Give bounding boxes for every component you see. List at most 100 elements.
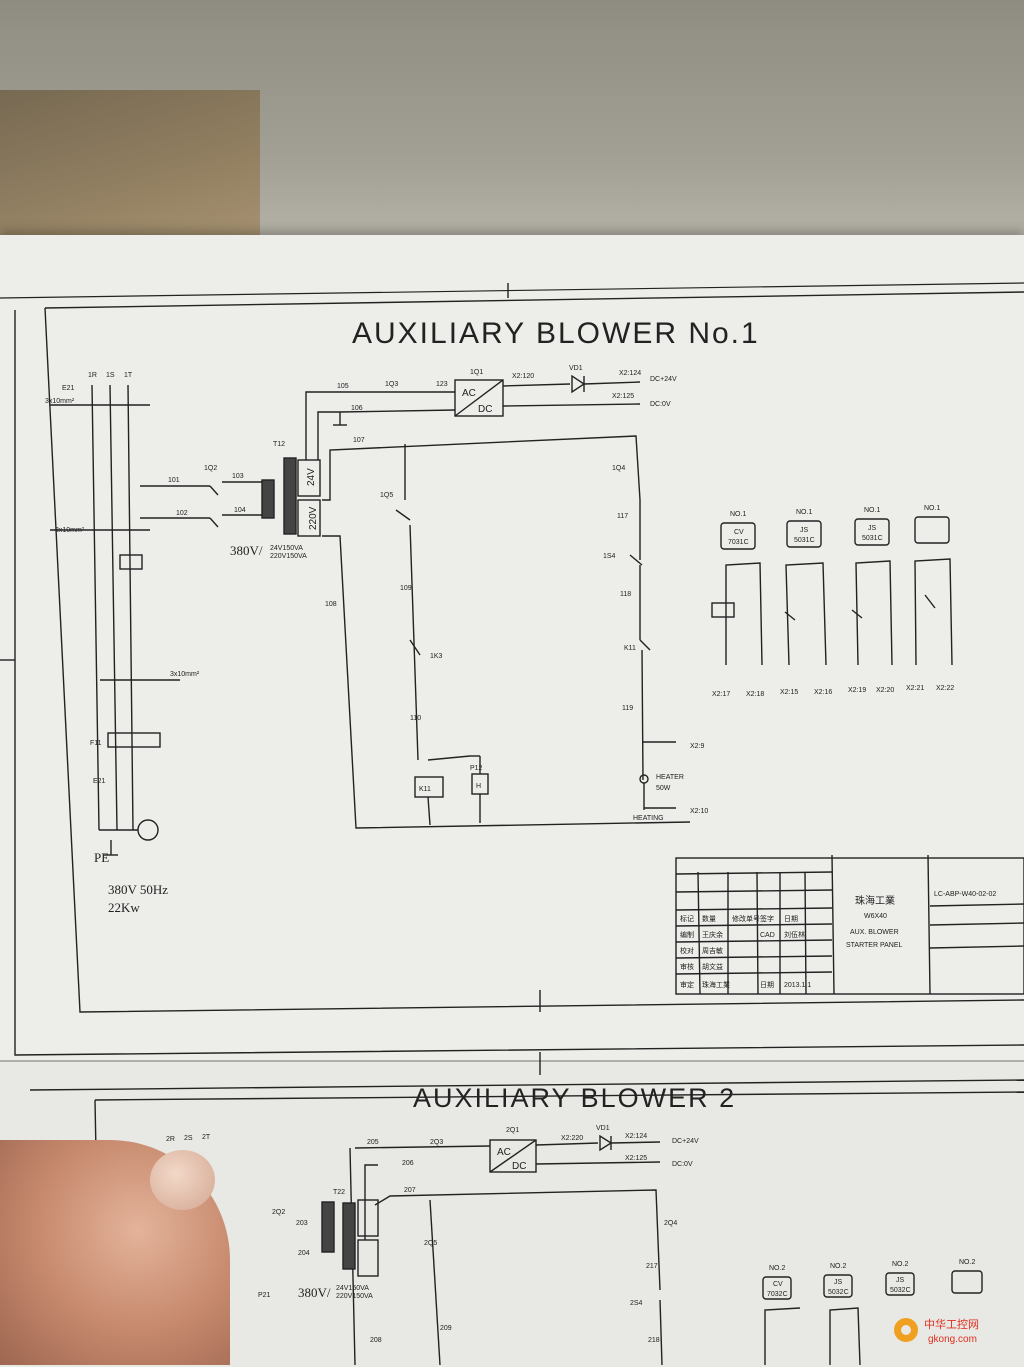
component-label: 2Q5: [424, 1240, 437, 1247]
diagram-title-2: AUXILIARY BLOWER 2: [413, 1083, 736, 1113]
terminal-block-code: 5032C: [890, 1287, 911, 1294]
component-label: VD1: [596, 1125, 610, 1132]
relay-label: K11: [419, 786, 431, 793]
wire-label: 117: [617, 513, 628, 520]
converter-ac-label: AC: [462, 388, 476, 399]
wire-label: 108: [325, 601, 337, 608]
terminal-label: X2:10: [690, 808, 708, 815]
terminal-label: X2:19: [848, 687, 866, 694]
component-label: 2Q1: [506, 1127, 519, 1134]
titleblock-cell: CAD: [760, 932, 775, 939]
wire-label: 104: [234, 507, 246, 514]
component-label: VD1: [569, 365, 583, 372]
voltage-220v-label: 220V: [308, 506, 319, 530]
component-label: E21: [62, 385, 75, 392]
converter-dc-label: DC: [478, 404, 492, 415]
terminal-label: X2:18: [746, 691, 764, 698]
wire-label: 118: [620, 591, 631, 598]
motor-power: 22Kw: [108, 900, 140, 915]
terminal-block-type: CV: [734, 529, 744, 536]
terminal-label: X2:17: [712, 691, 730, 698]
component-label: 2S4: [630, 1300, 643, 1307]
wire-label: 107: [353, 437, 365, 444]
background-table-edge: [0, 90, 260, 250]
wire-label: 209: [440, 1325, 452, 1332]
terminal-label: X2:220: [561, 1135, 583, 1142]
wire-label: 101: [168, 477, 180, 484]
terminal-block-type: CV: [773, 1281, 783, 1288]
phase-label: 1T: [124, 372, 133, 379]
ground-label: PE: [94, 850, 109, 865]
titleblock-cell: 2013.1.1: [784, 982, 811, 989]
terminal-block-code: 5031C: [794, 537, 815, 544]
terminal-label: X2:125: [612, 393, 634, 400]
wire-label: 105: [337, 383, 349, 390]
titleblock-cell: 周吉敏: [702, 946, 723, 955]
phase-label: 2S: [184, 1135, 193, 1142]
component-label: 2Q4: [664, 1220, 677, 1227]
terminal-block-number: NO.2: [830, 1263, 846, 1270]
wire-label: 205: [367, 1139, 379, 1146]
terminal-block-number: NO.2: [892, 1261, 908, 1268]
terminal-block-type: JS: [868, 525, 877, 532]
terminal-block-type: JS: [834, 1279, 843, 1286]
supply-label: DC:0V: [650, 401, 671, 408]
cable-label: 3x10mm²: [45, 398, 75, 405]
terminal-label: X2:120: [512, 373, 534, 380]
titleblock-cell: 审核: [680, 962, 694, 971]
phase-label: 1S: [106, 372, 115, 379]
titleblock-cell: 签字: [760, 914, 774, 923]
terminal-block-number: NO.1: [796, 509, 812, 516]
wire-label: 204: [298, 1250, 310, 1257]
component-label: 1K3: [430, 653, 443, 660]
wire-label: 218: [648, 1337, 660, 1344]
titleblock-model: W6X40: [864, 913, 887, 920]
diagram-title-1: AUXILIARY BLOWER No.1: [352, 317, 760, 350]
component-label: 2Q3: [430, 1139, 443, 1146]
wire-label: 103: [232, 473, 244, 480]
component-label: 1Q5: [380, 492, 393, 499]
wire-label: 208: [370, 1337, 382, 1344]
titleblock-cell: 日期: [760, 981, 774, 989]
titleblock-cell: 胡文益: [702, 962, 723, 971]
terminal-block-code: 7031C: [728, 539, 749, 546]
terminal-block-type: JS: [896, 1277, 905, 1284]
titleblock-company: 珠海工業: [855, 894, 895, 907]
terminal-label: X2:20: [876, 687, 894, 694]
component-label: K11: [624, 645, 636, 652]
voltage-24v-label: 24V: [306, 468, 317, 486]
component-label: 2Q2: [272, 1209, 285, 1216]
transformer-label: T12: [273, 441, 285, 448]
cable-label: 3x10mm²: [170, 671, 200, 678]
transformer-rating: 380V/: [230, 543, 263, 558]
converter-dc-label: DC: [512, 1161, 526, 1172]
component-label: P21: [258, 1292, 271, 1299]
component-label: F11: [90, 740, 102, 747]
watermark-logo: 中华工控网 gkong.com: [894, 1317, 979, 1345]
supply-rating: 380V 50Hz: [108, 882, 168, 897]
wire-label: 203: [296, 1220, 308, 1227]
terminal-block-number: NO.1: [924, 505, 940, 512]
terminal-block-number: NO.2: [769, 1265, 785, 1272]
titleblock-cell: 修改单号: [732, 914, 760, 923]
terminal-block-code: 5032C: [828, 1289, 849, 1296]
phase-label: 1R: [88, 372, 97, 379]
terminal-label: X2:22: [936, 685, 954, 692]
wire-label: 206: [402, 1160, 414, 1167]
titleblock-name-1: AUX. BLOWER: [850, 929, 899, 936]
terminal-block-code: 7032C: [767, 1291, 788, 1298]
heating-label: HEATING: [633, 815, 664, 822]
thumbnail: [150, 1150, 215, 1210]
component-label: 1Q3: [385, 381, 398, 388]
supply-label: DC+24V: [650, 376, 677, 383]
titleblock-name-2: STARTER PANEL: [846, 942, 903, 949]
converter-ac-label: AC: [497, 1147, 511, 1158]
wire-label: 123: [436, 381, 448, 388]
heater-label: HEATER: [656, 774, 684, 781]
titleblock-cell: 标记: [680, 914, 694, 923]
transformer-rating-220v: 220V150VA: [270, 553, 307, 560]
terminal-label: X2:21: [906, 685, 924, 692]
wire-label: 110: [410, 715, 421, 722]
terminal-label: X2:125: [625, 1155, 647, 1162]
component-label: 1Q2: [204, 465, 217, 472]
